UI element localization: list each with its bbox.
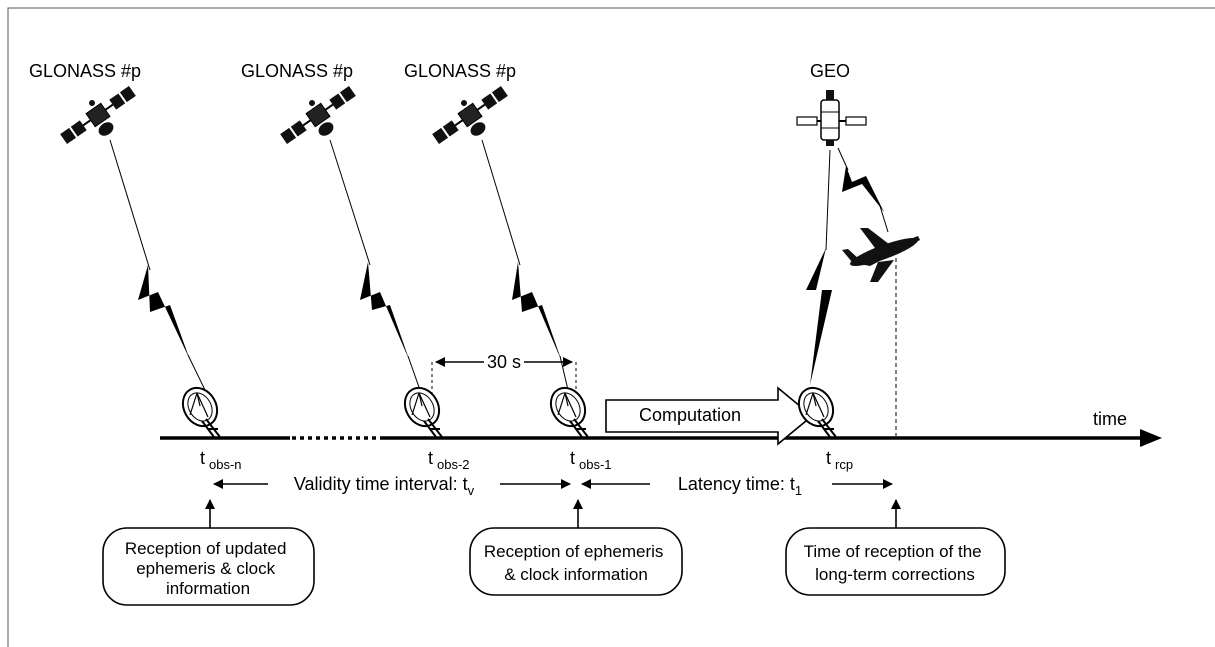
info-box-updated-ephemeris-text: Reception of updated ephemeris & clock i… <box>125 539 291 598</box>
ground-station-dish-icon <box>543 380 593 438</box>
satellite-label-2: GLONASS #p <box>241 61 353 81</box>
info-box-long-term-corrections-text: Time of reception of the long-term corre… <box>804 542 987 584</box>
computation-label: Computation <box>639 405 741 425</box>
time-axis-label: time <box>1093 409 1127 429</box>
info-box-long-term-corrections <box>785 527 1006 596</box>
interval-label: 30 s <box>487 352 521 372</box>
aircraft-icon <box>842 228 920 282</box>
ground-station-dish-icon <box>791 380 841 438</box>
glonass-satellite-icon <box>278 83 358 147</box>
glonass-satellite-icon <box>430 83 510 147</box>
figure-frame <box>7 7 1215 647</box>
signal-link-1 <box>109 139 206 391</box>
geo-satellite-icon <box>796 90 867 146</box>
computation-arrow <box>605 386 814 446</box>
satellite-label-3: GLONASS #p <box>404 61 516 81</box>
glonass-satellite-icon <box>58 83 138 147</box>
signal-link-2 <box>329 139 421 391</box>
ground-station-dish-icon <box>175 380 225 438</box>
time-axis-arrowhead <box>1140 429 1162 447</box>
info-box-updated-ephemeris <box>102 527 315 606</box>
info-box-ephemeris-clock-text: Reception of ephemeris & clock informati… <box>484 542 668 584</box>
latency-label: Latency time: t1 <box>678 474 802 498</box>
ground-station-dish-icon <box>397 380 447 438</box>
signal-link-geo-ground <box>806 149 832 385</box>
satellite-label-geo: GEO <box>810 61 850 81</box>
info-box-ephemeris-clock <box>469 527 683 596</box>
satellite-label-1: GLONASS #p <box>29 61 141 81</box>
validity-label: Validity time interval: tv <box>294 474 475 498</box>
signal-link-geo-aircraft <box>837 147 889 233</box>
